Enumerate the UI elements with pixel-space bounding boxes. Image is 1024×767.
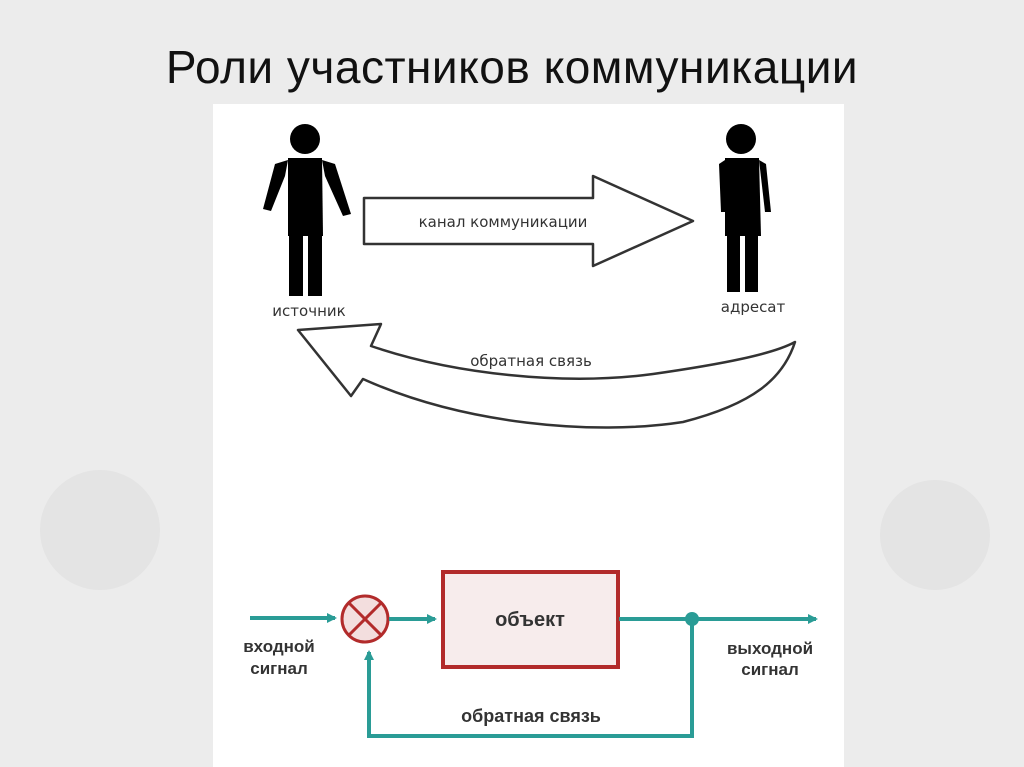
channel-label: канал коммуникации (419, 213, 588, 231)
background-decoration-left (40, 470, 160, 590)
feedback-loop-line (364, 619, 694, 738)
slide-title: Роли участников коммуникации (165, 41, 859, 93)
feedback-curved-arrow (296, 322, 797, 429)
diagram-svg: источник адресат канал коммуникации обра… (243, 124, 818, 738)
bottom-feedback-label: обратная связь (461, 706, 601, 726)
input-label-line-2: сигнал (250, 659, 308, 678)
summing-junction-icon (340, 594, 390, 644)
diagram-panel: источник адресат канал коммуникации обра… (213, 104, 844, 767)
top-feedback-label: обратная связь (470, 352, 592, 370)
receiver-label: адресат (721, 298, 786, 316)
output-label-line-1: выходной (727, 639, 813, 658)
source-label: источник (272, 302, 345, 320)
channel-arrow (362, 174, 695, 268)
background-decoration-right (880, 480, 990, 590)
receiver-person-icon (719, 124, 771, 292)
object-box (441, 570, 620, 669)
source-person-icon (263, 124, 351, 296)
object-label: объект (495, 609, 565, 631)
output-label-line-2: сигнал (741, 660, 799, 679)
input-label-line-1: входной (243, 637, 315, 656)
